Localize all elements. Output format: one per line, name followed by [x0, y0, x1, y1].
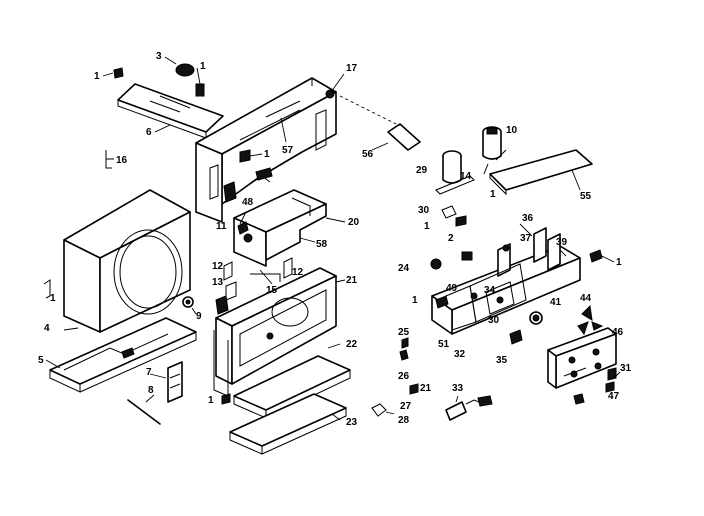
callout-label: 41 [550, 297, 562, 308]
hook-part [43, 279, 51, 299]
capacitor-29-part [435, 150, 475, 195]
bracket-56-part [371, 123, 421, 151]
coil-frame-part [213, 267, 346, 405]
callout-label: 10 [506, 125, 518, 136]
knob-part [164, 56, 205, 97]
motor-bracket-part [233, 167, 346, 267]
callout-label: 22 [346, 339, 358, 350]
callout-label: 13 [212, 277, 224, 288]
callout-label: 56 [362, 149, 374, 160]
callout-label: 2 [448, 233, 454, 244]
base-pan-part [45, 317, 197, 393]
callout-label: 17 [346, 63, 358, 74]
callout-label: 29 [416, 165, 428, 176]
callout-label: 1 [50, 293, 56, 304]
callout-label: 4 [44, 323, 50, 334]
callout-label: 15 [266, 285, 278, 296]
control-panel-46-part [547, 327, 617, 389]
callout-label: 23 [346, 417, 358, 428]
callout-label: 3 [156, 51, 162, 62]
callout-label: 1 [200, 61, 206, 72]
fan-blade-44-part [577, 304, 604, 336]
screw-part [102, 67, 124, 79]
shroud-part [63, 189, 191, 333]
callout-label: 55 [580, 191, 592, 202]
callout-label: 34 [484, 285, 496, 296]
callout-label: 28 [398, 415, 410, 426]
callout-label: 1 [94, 71, 100, 82]
callout-label: 35 [496, 355, 508, 366]
callout-label: 21 [346, 275, 358, 286]
capacitor-10-part [482, 126, 507, 175]
callout-label: 1 [490, 189, 496, 200]
callout-label: 1 [208, 395, 214, 406]
callout-label: 1 [412, 295, 418, 306]
callout-label: 1 [264, 149, 270, 160]
mounts-12-13-part [215, 257, 293, 315]
callout-label: 1 [424, 221, 430, 232]
callout-label: 49 [446, 283, 458, 294]
callout-label: 12 [212, 261, 224, 272]
callout-label: 47 [608, 391, 620, 402]
callout-label: 25 [398, 327, 410, 338]
callout-label: 46 [612, 327, 624, 338]
knobs-47-31-part [573, 367, 621, 405]
bracket-7-part [149, 361, 183, 403]
cabinet-part [195, 73, 345, 223]
callout-label: 30 [418, 205, 430, 216]
callout-label: 1 [616, 257, 622, 268]
clip-16-part [105, 150, 114, 169]
callout-label: 20 [348, 217, 360, 228]
callout-label: 11 [216, 221, 227, 232]
callout-label: 44 [580, 293, 592, 304]
callout-label: 12 [292, 267, 304, 278]
callout-label: 16 [116, 155, 128, 166]
callout-label: 26 [398, 371, 410, 382]
callout-label: 7 [146, 367, 152, 378]
callout-label: 6 [146, 127, 152, 138]
callout-label: 31 [620, 363, 632, 374]
callout-label: 24 [398, 263, 410, 274]
callout-label: 8 [148, 385, 154, 396]
hardware-25-28-part [371, 337, 419, 417]
callout-label: 9 [196, 311, 202, 322]
rod-8-part [127, 394, 161, 425]
callout-label: 36 [522, 213, 534, 224]
hardware-30-2-24-part [430, 205, 473, 270]
callout-label: 14 [460, 171, 472, 182]
callout-label: 32 [454, 349, 466, 360]
callout-label: 57 [282, 145, 294, 156]
drain-pan-23-part [229, 393, 347, 455]
callout-label: 30 [488, 315, 500, 326]
callout-label: 58 [316, 239, 328, 250]
callout-label: 27 [400, 401, 412, 412]
callout-label: 51 [438, 339, 450, 350]
callout-label: 37 [520, 233, 532, 244]
cover-55-part [489, 149, 593, 196]
clamp-33-part [445, 395, 493, 421]
fitting-9-part [182, 296, 197, 315]
callout-label: 33 [452, 383, 464, 394]
callout-label: 21 [420, 383, 432, 394]
callout-label: 48 [242, 197, 254, 208]
control-box-part [431, 223, 615, 345]
callout-label: 39 [556, 237, 568, 248]
callout-label: 5 [38, 355, 44, 366]
plate-part [117, 83, 224, 139]
